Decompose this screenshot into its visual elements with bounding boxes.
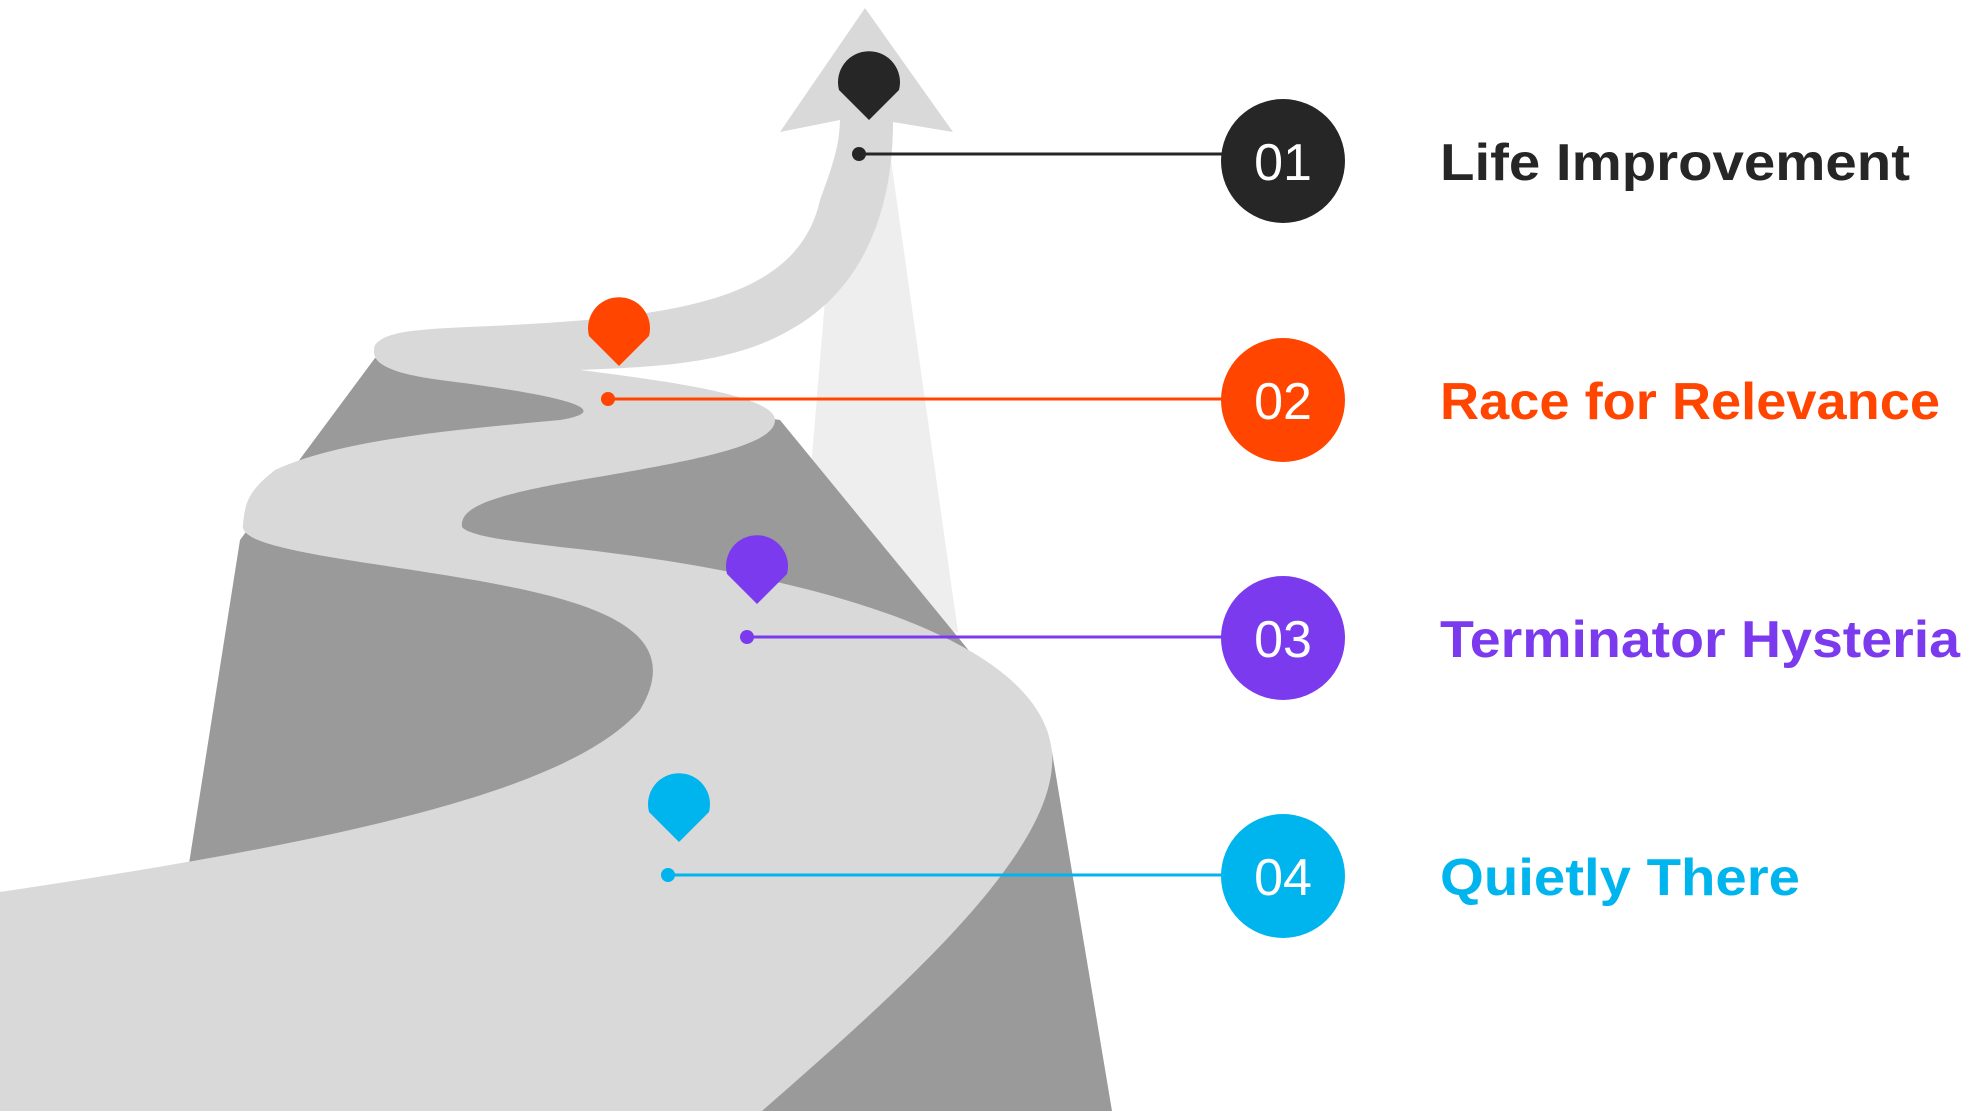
- step-label-04: Quietly There: [1440, 849, 1800, 907]
- connector-dots: [601, 147, 866, 882]
- step-number-03: 03: [1254, 611, 1312, 669]
- step-badge-02: 02: [1221, 338, 1345, 462]
- map-pin-icon-02: [588, 297, 651, 366]
- connector-dot-01: [852, 147, 866, 161]
- step-label-02: Race for Relevance: [1440, 373, 1940, 431]
- connector-dot-02: [601, 392, 615, 406]
- connector-dot-03: [740, 630, 754, 644]
- step-badge-01: 01: [1221, 99, 1345, 223]
- map-pin-icon-01: [838, 51, 900, 120]
- connector-dot-04: [661, 868, 675, 882]
- road: [0, 8, 1053, 1111]
- step-badge-04: 04: [1221, 814, 1345, 938]
- map-pin-icon-03: [725, 535, 788, 604]
- map-pin-icon-04: [648, 773, 710, 842]
- connector-lines: [608, 152, 1222, 877]
- step-number-04: 04: [1254, 849, 1312, 907]
- step-number-02: 02: [1254, 373, 1312, 431]
- step-number-01: 01: [1254, 134, 1312, 192]
- step-label-03: Terminator Hysteria: [1440, 611, 1961, 669]
- step-label-01: Life Improvement: [1440, 134, 1910, 192]
- step-badge-03: 03: [1221, 576, 1345, 700]
